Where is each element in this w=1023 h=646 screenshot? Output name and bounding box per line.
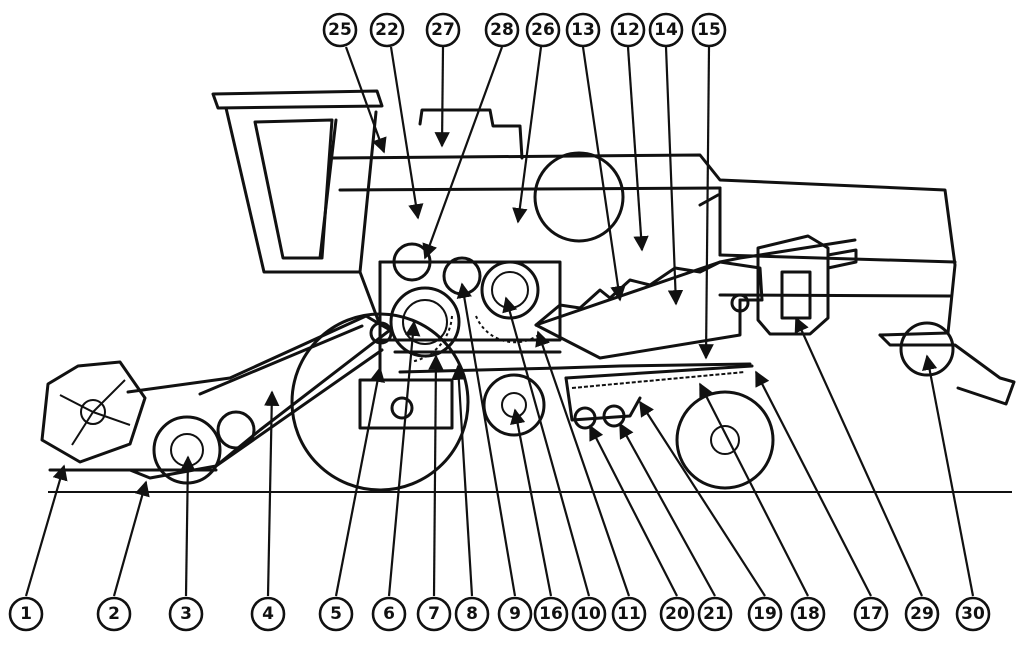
callout-label: 9: [509, 604, 521, 624]
callout-15: 15: [691, 12, 727, 48]
callout-label: 3: [180, 604, 192, 624]
callout-label: 16: [539, 604, 563, 624]
leader-lines: [24, 46, 975, 597]
callout-label: 21: [703, 604, 727, 624]
callout-22: 22: [369, 12, 405, 48]
callout-label: 20: [665, 604, 689, 624]
callout-label: 30: [961, 604, 985, 624]
callout-26: 26: [525, 12, 561, 48]
callout-row-bottom: 1 2 3 4 5 6 7 8 9 16 10 11 20 21 19 18 1…: [8, 596, 991, 632]
callout-2: 2: [96, 596, 132, 632]
callout-30: 30: [955, 596, 991, 632]
callout-label: 7: [428, 604, 440, 624]
callout-5: 5: [318, 596, 354, 632]
callout-8: 8: [454, 596, 490, 632]
callout-label: 11: [617, 604, 641, 624]
callout-label: 14: [654, 20, 678, 40]
callout-7: 7: [416, 596, 452, 632]
callout-20: 20: [659, 596, 695, 632]
callout-25: 25: [322, 12, 358, 48]
callout-label: 2: [108, 604, 120, 624]
callout-3: 3: [168, 596, 204, 632]
callout-1: 1: [8, 596, 44, 632]
callout-12: 12: [610, 12, 646, 48]
callout-14: 14: [648, 12, 684, 48]
callout-label: 12: [616, 20, 640, 40]
callout-16: 16: [533, 596, 569, 632]
callout-label: 26: [531, 20, 555, 40]
callout-row-top: 25 22 27 28 26 13 12 14 15: [322, 12, 727, 48]
callout-label: 29: [910, 604, 934, 624]
callout-29: 29: [904, 596, 940, 632]
callout-6: 6: [371, 596, 407, 632]
callout-11: 11: [611, 596, 647, 632]
callout-label: 18: [796, 604, 820, 624]
callout-label: 19: [753, 604, 777, 624]
machine-body: [40, 89, 1016, 492]
callout-label: 8: [466, 604, 478, 624]
callout-28: 28: [484, 12, 520, 48]
callout-19: 19: [747, 596, 783, 632]
callout-4: 4: [250, 596, 286, 632]
callout-label: 28: [490, 20, 514, 40]
callout-10: 10: [571, 596, 607, 632]
callout-21: 21: [697, 596, 733, 632]
callout-label: 1: [20, 604, 32, 624]
callout-13: 13: [565, 12, 601, 48]
callout-label: 6: [383, 604, 395, 624]
callout-label: 22: [375, 20, 399, 40]
callout-label: 13: [571, 20, 595, 40]
callout-label: 5: [330, 604, 342, 624]
callout-label: 27: [431, 20, 455, 40]
callout-label: 15: [697, 20, 721, 40]
callout-17: 17: [853, 596, 889, 632]
callout-label: 17: [859, 604, 883, 624]
callout-label: 4: [262, 604, 274, 624]
callout-label: 10: [577, 604, 601, 624]
callout-label: 25: [328, 20, 352, 40]
callout-9: 9: [497, 596, 533, 632]
callout-27: 27: [425, 12, 461, 48]
callout-18: 18: [790, 596, 826, 632]
